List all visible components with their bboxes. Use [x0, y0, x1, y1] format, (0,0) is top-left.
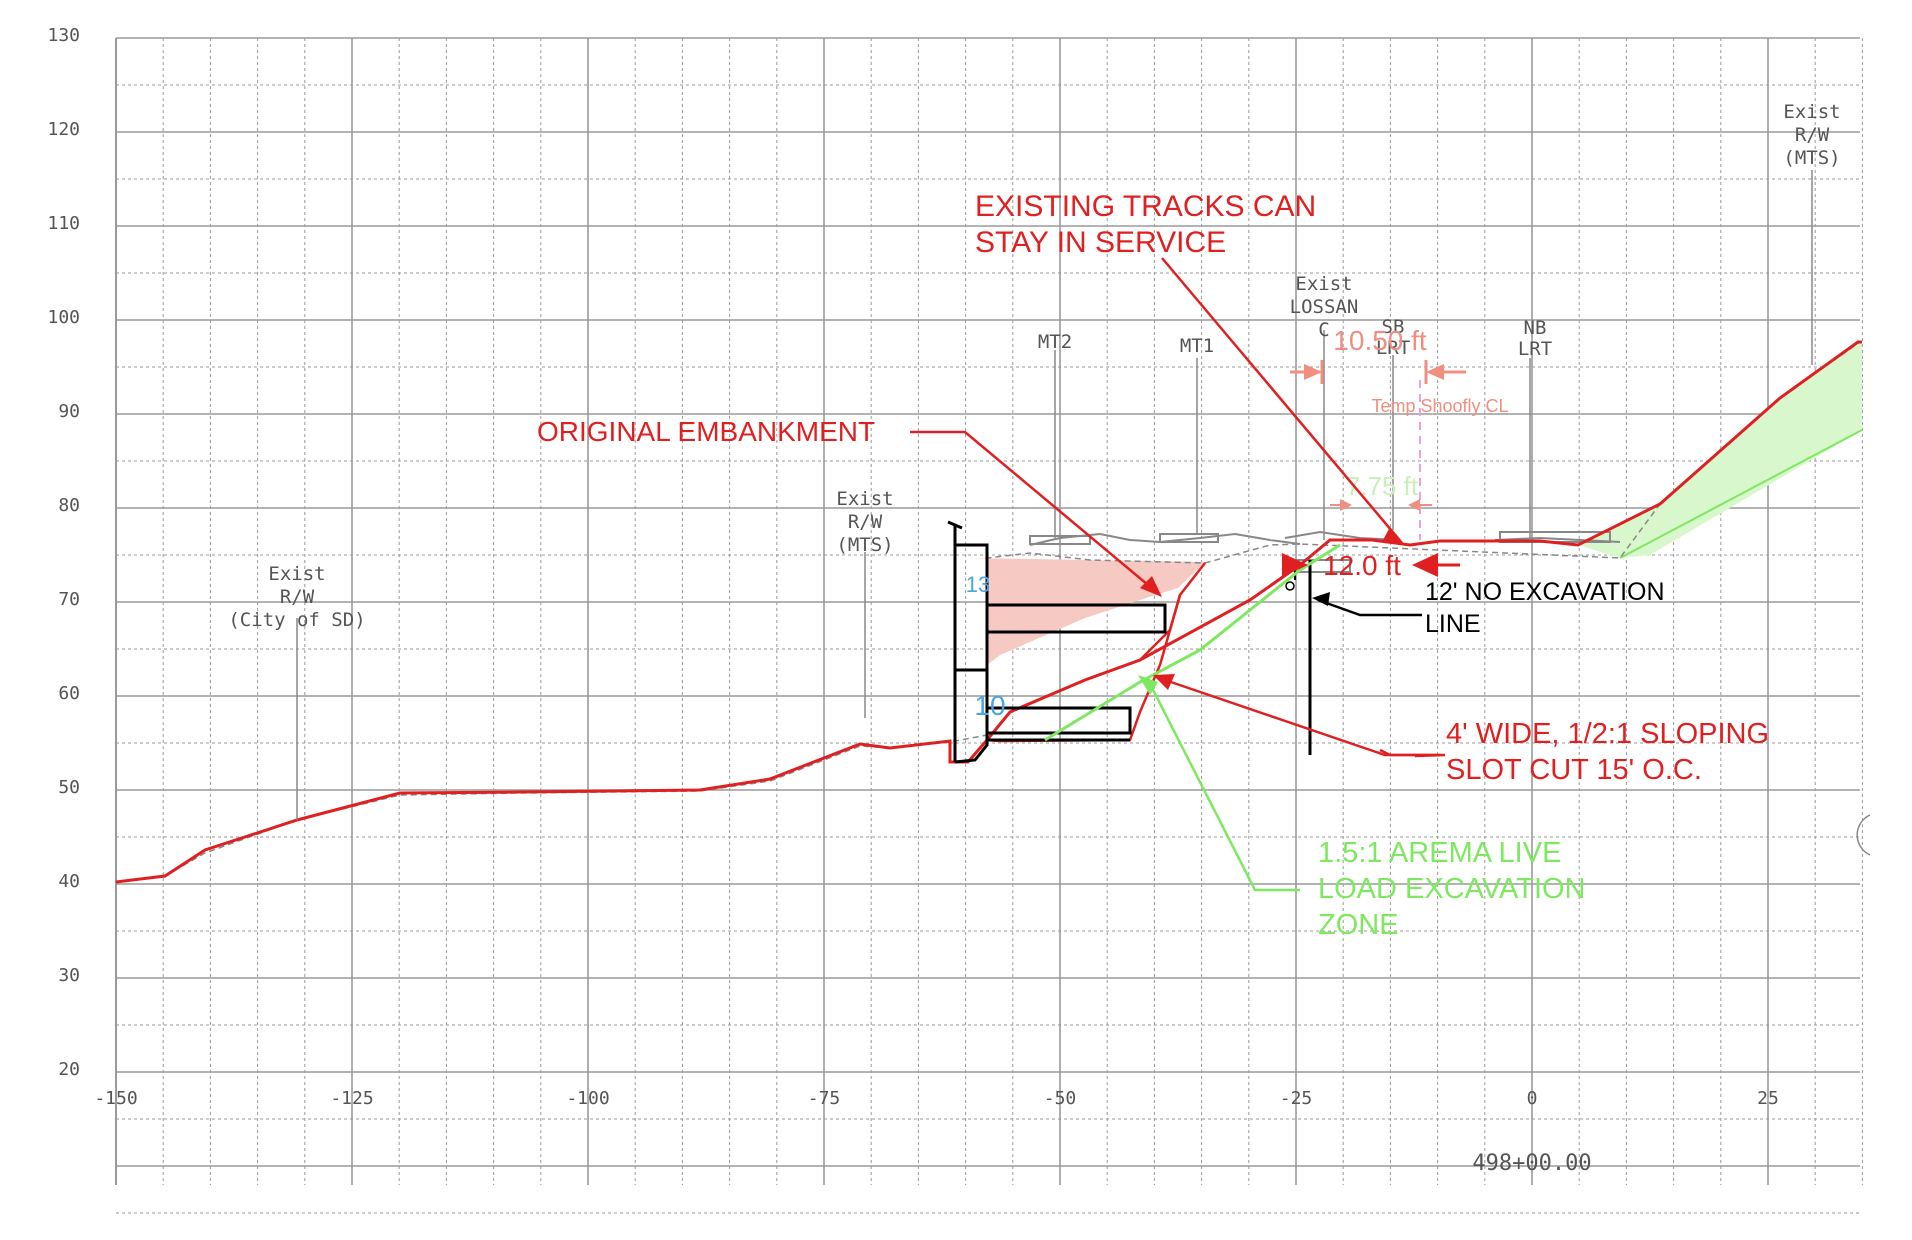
y-tick-label: 130 [47, 25, 80, 46]
wall-number-lower: 10 [974, 690, 1005, 721]
dim-12-0-label: 12.0 ft [1323, 550, 1401, 581]
no-excavation-line-1: 12' NO EXCAVATION [1425, 578, 1665, 606]
nb-lrt-label: NB [1524, 317, 1547, 339]
exist-rw-mts-right-label: R/W [1795, 124, 1830, 146]
arema-line-1: 1.5:1 AREMA LIVE [1318, 837, 1561, 869]
upper-slot-cut-outline [1084, 594, 1182, 682]
arema-arrowhead [1138, 675, 1158, 695]
x-tick-label: -75 [808, 1088, 841, 1109]
slot-cut-line-2: SLOT CUT 15' O.C. [1446, 754, 1702, 786]
exist-rw-mts-left-label: R/W [848, 511, 883, 533]
arema-leader [1146, 679, 1300, 892]
x-axis-labels: -150 -125 -100 -75 -50 -25 0 25 [94, 1088, 1779, 1109]
grid [115, 37, 1863, 1214]
embankment-arrowhead [1140, 576, 1162, 597]
annotation-arema: 1.5:1 AREMA LIVE LOAD EXCAVATION ZONE [1318, 837, 1586, 941]
annotation-slot-cut: 4' WIDE, 1/2:1 SLOPING SLOT CUT 15' O.C. [1446, 718, 1769, 786]
exist-rw-mts-left-label: (MTS) [836, 534, 893, 556]
no-excavation-line-2: LINE [1425, 610, 1481, 638]
exist-lossan-label: LOSSAN [1290, 296, 1359, 318]
y-tick-label: 90 [58, 401, 80, 422]
y-tick-label: 50 [58, 777, 80, 798]
y-tick-label: 80 [58, 495, 80, 516]
existing-tracks-line-1: EXISTING TRACKS CAN [975, 190, 1316, 223]
x-tick-label: -100 [566, 1088, 609, 1109]
arema-line-2: LOAD EXCAVATION [1318, 873, 1586, 905]
exist-lossan-label: C [1318, 319, 1329, 341]
y-tick-label: 30 [58, 965, 80, 986]
no-excavation-leader [1317, 598, 1422, 617]
annotation-no-excavation: 12' NO EXCAVATION LINE [1425, 578, 1665, 638]
temp-shoofly-label: Temp Shoofly CL [1371, 396, 1508, 416]
exist-rw-city-label: R/W [280, 586, 315, 608]
station-label: 498+00.00 [1472, 1151, 1591, 1176]
dim-12-0 [1282, 553, 1460, 577]
existing-ground-line [115, 341, 1861, 883]
slot-cut-arrowhead [1153, 674, 1175, 690]
exist-rw-city-label: Exist [268, 563, 325, 585]
red-leaders [910, 257, 1446, 758]
exist-rw-mts-right-label: (MTS) [1783, 147, 1840, 169]
slot-cut-line-1: 4' WIDE, 1/2:1 SLOPING [1446, 718, 1769, 750]
x-tick-label: -50 [1044, 1088, 1077, 1109]
arema-line-3: ZONE [1318, 909, 1399, 941]
tracks-arrowhead [1383, 527, 1404, 545]
track-structures [1029, 530, 1621, 573]
existing-tracks-line-2: STAY IN SERVICE [975, 226, 1226, 259]
annotation-original-embankment: ORIGINAL EMBANKMENT [537, 416, 875, 447]
exist-rw-mts-left-label: Exist [836, 488, 893, 510]
x-tick-label: 0 [1527, 1088, 1538, 1109]
arema-line [1044, 543, 1341, 742]
sb-lrt-label: SB [1382, 316, 1405, 338]
sb-lrt-label: LRT [1376, 337, 1410, 359]
proposed-ground-line [115, 340, 1862, 884]
no-excavation-arrowhead [1312, 592, 1330, 606]
x-tick-label: -125 [330, 1088, 373, 1109]
x-tick-label: -25 [1280, 1088, 1313, 1109]
y-tick-label: 70 [58, 589, 80, 610]
arema-zone-fill [1578, 342, 1862, 558]
exist-rw-mts-right-label: Exist [1783, 101, 1840, 123]
annotation-existing-tracks: EXISTING TRACKS CAN STAY IN SERVICE [975, 190, 1316, 259]
no-excavation-marker [1285, 581, 1295, 591]
dim-7-75 [1330, 499, 1432, 511]
y-tick-label: 60 [58, 683, 80, 704]
retaining-wall [947, 520, 1167, 764]
wall-number-upper: 13 [966, 572, 990, 597]
exist-lossan-label: Exist [1295, 273, 1352, 295]
y-tick-label: 40 [58, 871, 80, 892]
exist-rw-city-label: (City of SD) [228, 609, 365, 631]
x-tick-label: 25 [1757, 1088, 1779, 1109]
y-tick-label: 120 [47, 119, 80, 140]
y-tick-label: 110 [47, 213, 80, 234]
y-tick-label: 100 [47, 307, 80, 328]
mt2-label: MT2 [1038, 331, 1072, 353]
x-tick-label: -150 [94, 1088, 137, 1109]
marker-labels: Exist R/W (City of SD) Exist R/W (MTS) M… [228, 101, 1840, 631]
dim-10-50 [1290, 360, 1466, 384]
arema-zone-edge [1619, 429, 1863, 559]
nb-lrt-label: LRT [1518, 338, 1552, 360]
dim-10-50-label: 10.50 ft [1333, 325, 1427, 356]
edge-symbol [1856, 814, 1871, 856]
y-tick-label: 20 [58, 1059, 80, 1080]
dim-7-75-label: 7.75 ft [1346, 471, 1419, 501]
mt1-label: MT1 [1180, 335, 1214, 357]
y-axis-labels: 130 120 110 100 90 80 70 60 50 40 30 20 [47, 25, 80, 1080]
